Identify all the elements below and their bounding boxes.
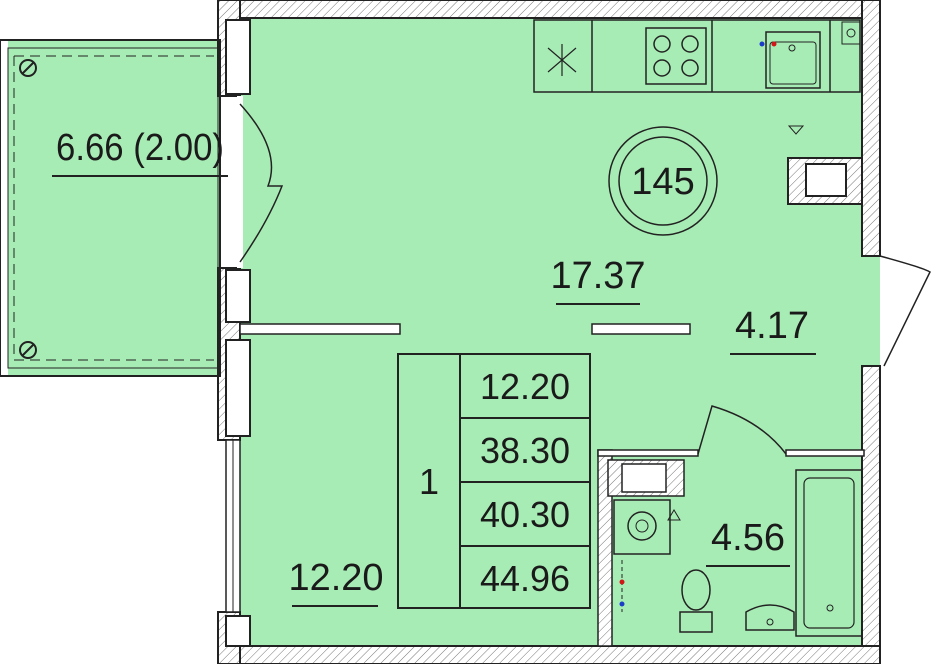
left-pillar-top [225,19,251,95]
kitchen-area-label: 17.37 [550,255,645,297]
bathroom-wall-top-b [785,449,865,457]
kitchen-counter [533,19,861,93]
bathroom-door [697,405,787,455]
toilet-icon [679,569,713,633]
ventilation-icon [841,21,861,45]
top-wall [217,0,881,19]
stove-icon [645,27,707,85]
room-area-label: 12.20 [288,557,383,599]
left-pillar-bottom [225,615,251,647]
right-wall [861,0,881,257]
full-area-value: 44.96 [480,558,570,599]
balcony-floor [8,40,220,376]
area-summary-table: 1 12.20 38.30 40.30 44.96 [397,353,591,609]
left-pillar-mid2 [225,339,251,437]
partition-left [239,323,401,335]
balcony-area-label: 6.66 (2.00) [56,127,224,169]
apartment-number: 145 [631,161,694,203]
bathroom-wall-top-a [597,449,699,457]
bathroom-area-label: 4.56 [711,517,785,559]
room-count: 1 [419,461,439,502]
right-wall-lower [861,365,881,664]
pipe-riser-icon [619,560,625,612]
apartment-number-ring [608,126,718,236]
balcony-post-icon [19,59,37,77]
kitchen-sink-icon [759,31,821,89]
fan-icon [547,44,577,76]
balcony-post-icon [19,341,37,359]
washbasin-icon [745,604,795,631]
total-area-value: 38.30 [480,430,570,471]
hall-area-label: 4.17 [735,305,809,347]
bottom-wall [217,645,881,664]
left-pillar-mid [225,269,251,323]
living-area-value: 12.20 [480,366,570,407]
partition-right [591,323,691,335]
area-with-balcony-value: 40.30 [480,494,570,535]
entrance-door [879,255,931,367]
balcony-outline [0,39,221,377]
valve-icon [787,125,805,135]
valve-icon [667,509,681,521]
bathtub-icon [795,469,863,637]
washing-machine-icon [613,499,671,555]
